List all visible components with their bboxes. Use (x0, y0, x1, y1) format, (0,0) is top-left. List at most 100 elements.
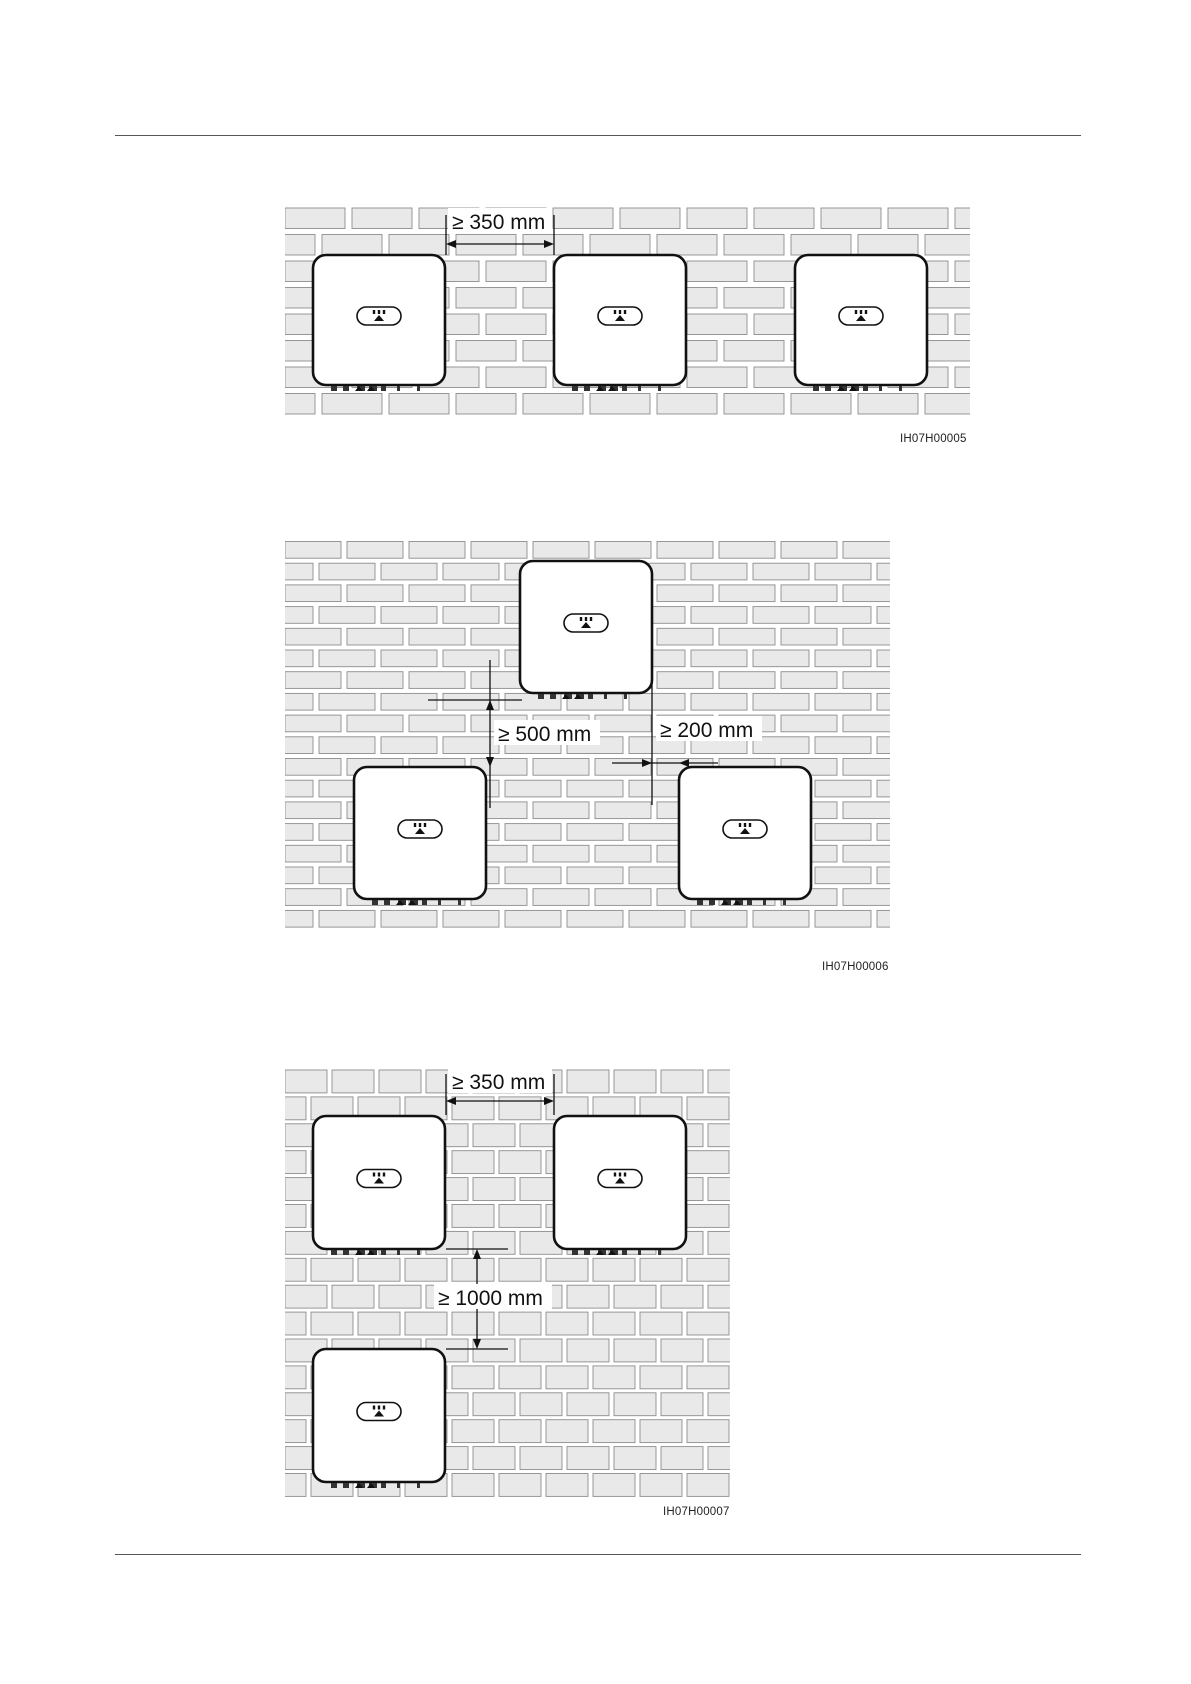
inverter-unit (313, 1349, 445, 1488)
brick (358, 1312, 400, 1335)
inverter-unit (313, 1116, 445, 1255)
brick (499, 1258, 541, 1281)
brick (593, 1312, 635, 1335)
brick (264, 1366, 306, 1389)
brick (708, 1447, 750, 1470)
brick (614, 1447, 656, 1470)
brick (593, 1420, 635, 1443)
brick (264, 1420, 306, 1443)
brick (332, 1070, 374, 1093)
inverter-unit (554, 1116, 686, 1255)
brick (708, 1178, 750, 1201)
brick (593, 1366, 635, 1389)
brick (593, 1258, 635, 1281)
brick (473, 1393, 515, 1416)
brick (499, 1474, 541, 1497)
brick (499, 1097, 541, 1120)
brick (285, 1285, 327, 1308)
brick (452, 1420, 494, 1443)
brick (567, 1070, 609, 1093)
brick (332, 1285, 374, 1308)
brick (311, 1312, 353, 1335)
brick (358, 1258, 400, 1281)
dimension-label-1000: ≥ 1000 mm (438, 1287, 543, 1310)
brick (567, 1339, 609, 1362)
brick (452, 1097, 494, 1120)
brick (452, 1474, 494, 1497)
brick (520, 1339, 562, 1362)
led-indicator-panel (357, 1170, 401, 1188)
brick (567, 1285, 609, 1308)
brick (520, 1447, 562, 1470)
figure-id: IH07H00007 (663, 1506, 730, 1518)
brick (452, 1312, 494, 1335)
brick (567, 1393, 609, 1416)
brick (264, 1151, 306, 1174)
brick (687, 1366, 729, 1389)
brick (661, 1285, 703, 1308)
brick (473, 1124, 515, 1147)
brick (708, 1393, 750, 1416)
brick (614, 1070, 656, 1093)
brick (640, 1312, 682, 1335)
led-indicator-panel (357, 1403, 401, 1421)
brick (567, 1447, 609, 1470)
brick (264, 1205, 306, 1228)
brick (687, 1258, 729, 1281)
brick (452, 1366, 494, 1389)
brick (520, 1393, 562, 1416)
brick (499, 1151, 541, 1174)
brick (546, 1312, 588, 1335)
brick (452, 1205, 494, 1228)
brick (546, 1366, 588, 1389)
brick (379, 1070, 421, 1093)
brick (311, 1258, 353, 1281)
brick (640, 1420, 682, 1443)
brick (661, 1393, 703, 1416)
brick (499, 1420, 541, 1443)
brick (614, 1339, 656, 1362)
brick (708, 1124, 750, 1147)
footer-rule (115, 1554, 1081, 1555)
brick (708, 1285, 750, 1308)
brick (708, 1070, 750, 1093)
brick (499, 1205, 541, 1228)
brick (452, 1258, 494, 1281)
brick (473, 1447, 515, 1470)
brick (405, 1258, 447, 1281)
brick (661, 1070, 703, 1093)
brick (687, 1420, 729, 1443)
brick (640, 1474, 682, 1497)
brick (687, 1205, 729, 1228)
brick (640, 1258, 682, 1281)
brick (499, 1312, 541, 1335)
brick (640, 1366, 682, 1389)
brick (264, 1097, 306, 1120)
brick (687, 1312, 729, 1335)
brick (687, 1474, 729, 1497)
brick (593, 1474, 635, 1497)
brick (264, 1474, 306, 1497)
brick (614, 1393, 656, 1416)
brick (708, 1339, 750, 1362)
brick (499, 1366, 541, 1389)
brick (661, 1447, 703, 1470)
brick (473, 1178, 515, 1201)
brick (264, 1312, 306, 1335)
brick (614, 1285, 656, 1308)
brick (708, 1231, 750, 1254)
brick (379, 1285, 421, 1308)
brick (687, 1097, 729, 1120)
dimension-label-350: ≥ 350 mm (452, 1071, 545, 1094)
brick (546, 1474, 588, 1497)
brick (285, 1070, 327, 1093)
brick (473, 1231, 515, 1254)
brick (546, 1258, 588, 1281)
brick (405, 1312, 447, 1335)
brick (546, 1420, 588, 1443)
brick (264, 1258, 306, 1281)
brick (687, 1151, 729, 1174)
brick (452, 1151, 494, 1174)
led-indicator-panel (598, 1170, 642, 1188)
